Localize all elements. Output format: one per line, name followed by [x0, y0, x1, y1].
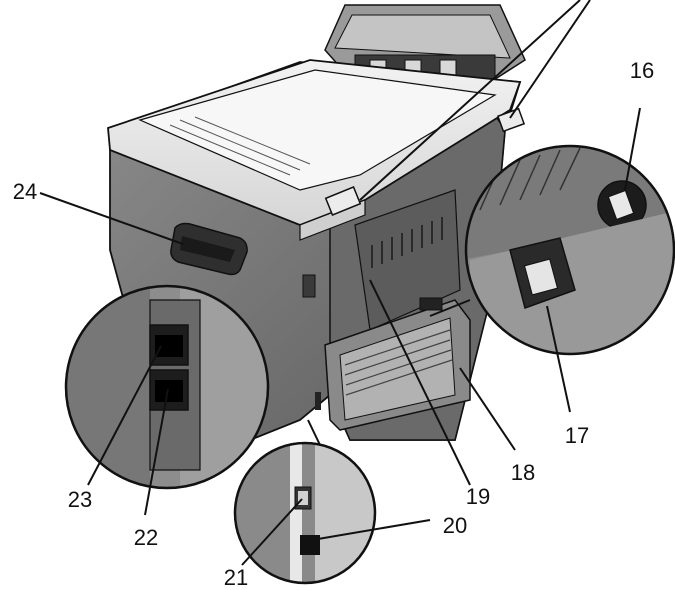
callout-23: 23	[68, 487, 92, 512]
top-cover	[107, 59, 526, 241]
leader-lines	[39, 0, 641, 566]
callout-18: 18	[511, 460, 535, 485]
callout-19: 19	[466, 484, 490, 509]
callout-24: 24	[13, 179, 37, 204]
zoom-circle-usb-ethernet	[233, 441, 377, 585]
callout-21: 21	[224, 565, 248, 590]
callout-17: 17	[565, 423, 589, 448]
callout-22: 22	[134, 525, 158, 550]
callout-16: 16	[630, 58, 654, 83]
callout-20: 20	[443, 513, 467, 538]
zoom-circle-power	[464, 144, 675, 356]
